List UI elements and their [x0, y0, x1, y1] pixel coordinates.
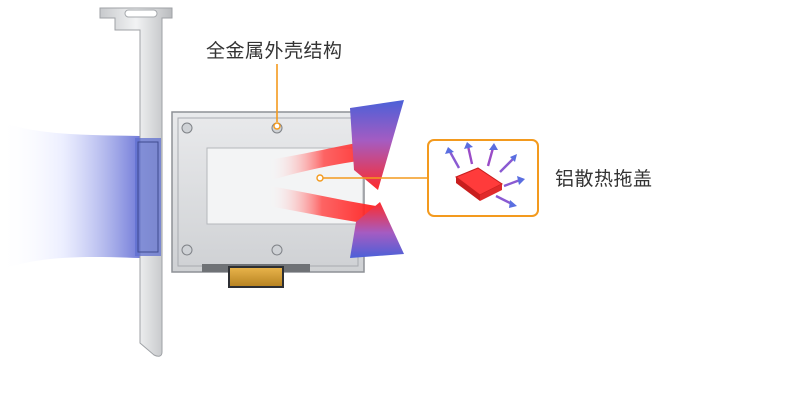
pcie-bracket [99, 7, 173, 357]
heat-dissipation-icon [445, 142, 525, 208]
heatsink-inset [427, 139, 539, 217]
label-aluminum-heatsink-cover: 铝散热拖盖 [555, 168, 653, 190]
metal-case [171, 111, 365, 273]
cool-airflow [0, 122, 140, 270]
callout-dot-right [316, 174, 324, 182]
hot-airflow-lower [268, 186, 376, 224]
vent-fin-upper [350, 100, 404, 190]
vent-fin-lower [350, 202, 404, 258]
screw [271, 244, 283, 256]
pcie-gold-connector [228, 266, 284, 288]
hot-airflow-upper [268, 140, 380, 180]
screw [181, 244, 193, 256]
callout-dot-top [273, 122, 281, 130]
screw [181, 122, 193, 134]
label-full-metal-structure: 全金属外壳结构 [206, 40, 343, 62]
